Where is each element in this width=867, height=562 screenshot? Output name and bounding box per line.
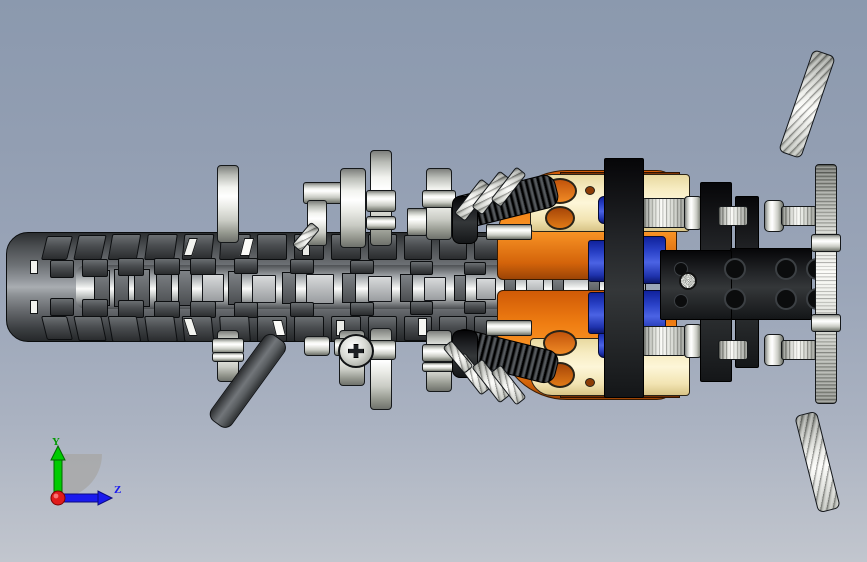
small-gear <box>679 272 697 290</box>
black-technic-brick-frame <box>604 158 644 398</box>
stud-hole <box>775 258 797 280</box>
black-technic-plate-rear <box>730 248 812 320</box>
axis-triad-svg <box>50 444 114 506</box>
fork-collar-2 <box>212 352 244 362</box>
beam-pinhole <box>585 186 595 195</box>
cylinder-block-lower <box>486 320 532 336</box>
cylinder-block-upper <box>486 224 532 240</box>
beam-pinhole <box>585 378 595 387</box>
fork-lower-mid-collar-2 <box>422 362 456 372</box>
axis-label-z: Z <box>114 484 122 496</box>
steering-post-upper <box>340 168 366 248</box>
beam-pinhole <box>545 206 575 230</box>
handlebar-grip-upper <box>778 49 836 159</box>
axle-connector-lower <box>640 326 688 356</box>
stud-hole <box>724 288 746 310</box>
rear-axle-upper <box>718 206 748 226</box>
handlebar-collar-lower <box>811 314 841 332</box>
handlebar-grip-lower <box>794 410 841 514</box>
handlebar-collar-upper <box>811 234 841 252</box>
fork-upper-mid-collar <box>422 190 456 208</box>
rear-axle-shaft-lower <box>781 340 817 360</box>
ribbed-handlebar-crossbar <box>815 164 837 404</box>
fork-tube-right-collar <box>366 190 396 212</box>
stud-hole <box>724 258 746 280</box>
orientation-axis-indicator[interactable]: Y Z <box>44 436 130 512</box>
axis-label-y: Y <box>52 436 60 448</box>
stud-hole <box>775 288 797 310</box>
lever-pivot-collar <box>304 336 330 356</box>
stud-hole <box>674 294 688 308</box>
small-connector-upper <box>407 208 427 236</box>
rear-axle-lower <box>718 340 748 360</box>
fork-tube-right-collar-2 <box>366 216 396 230</box>
fork-tube-left <box>217 165 239 243</box>
axle-connector-upper <box>640 198 688 228</box>
rear-axle-shaft-upper <box>781 206 817 226</box>
